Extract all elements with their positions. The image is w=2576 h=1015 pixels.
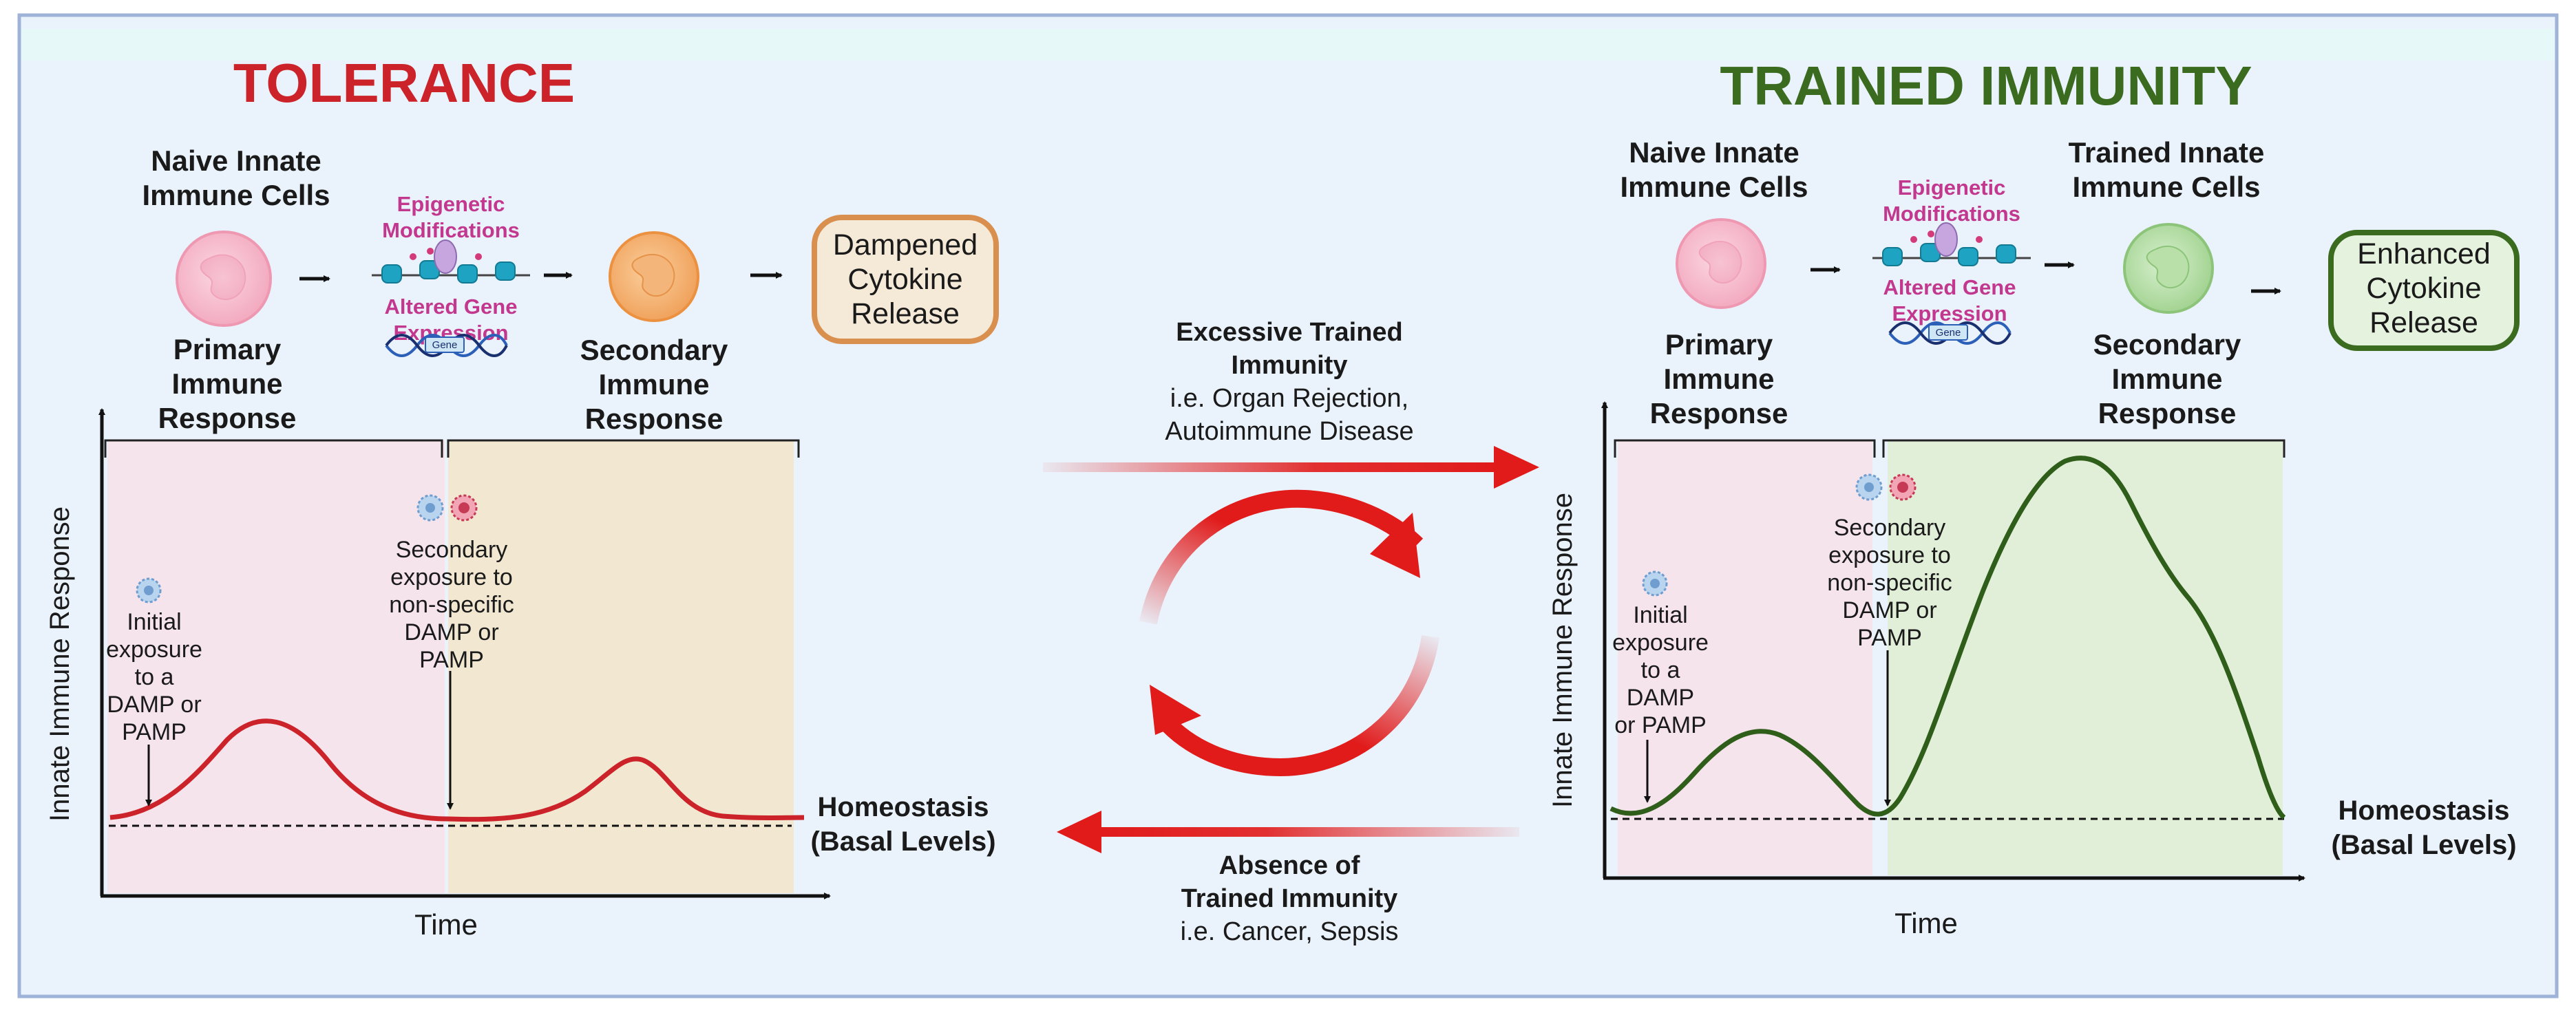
primary-bracket bbox=[104, 439, 443, 458]
homeostasis-label: Homeostasis(Basal Levels) bbox=[2331, 795, 2516, 860]
x-axis-label: Time bbox=[414, 908, 478, 941]
trained-immune-cell-icon bbox=[2122, 222, 2215, 314]
secondary-bracket bbox=[447, 439, 800, 458]
cycle-arrows-icon bbox=[1139, 489, 1439, 777]
right-arrow-icon bbox=[1043, 446, 1539, 489]
enhanced-cytokine-box bbox=[2328, 230, 2520, 351]
y-axis-label: Innate Immune Response bbox=[45, 506, 75, 822]
absence-examples: i.e. Cancer, Sepsis bbox=[1181, 917, 1399, 946]
gene-label: Gene bbox=[432, 339, 458, 351]
primary-phase-region bbox=[107, 440, 445, 893]
secondary-immune-cell-icon bbox=[608, 231, 700, 323]
dna-icon: Gene bbox=[1888, 321, 2012, 345]
naive-immune-cell-icon bbox=[1675, 217, 1767, 310]
pathogen-icon bbox=[1642, 570, 1668, 597]
epigenetic-icon bbox=[1872, 222, 2031, 266]
secondary-bracket bbox=[1882, 439, 2285, 458]
dna-icon: Gene bbox=[385, 334, 508, 357]
tolerance-title: TOLERANCE bbox=[233, 52, 575, 114]
gene-label: Gene bbox=[1936, 327, 1961, 339]
pathogen-icon bbox=[416, 494, 444, 522]
dampened-cytokine-box bbox=[812, 215, 999, 344]
homeostasis-label: Homeostasis(Basal Levels) bbox=[810, 792, 995, 857]
tolerance-response-curve bbox=[109, 718, 805, 822]
pathogen-icon bbox=[450, 494, 478, 522]
primary-bracket bbox=[1614, 439, 1876, 458]
trained-title: TRAINED IMMUNITY bbox=[1720, 55, 2252, 116]
secondary-phase-region bbox=[1888, 440, 2283, 875]
naive-immune-cell-icon bbox=[175, 230, 273, 328]
pathogen-icon bbox=[136, 577, 162, 603]
x-axis-label: Time bbox=[1894, 907, 1958, 939]
y-axis-label: Innate Immune Response bbox=[1548, 493, 1578, 808]
trained-response-curve bbox=[1609, 456, 2286, 820]
pathogen-icon bbox=[1855, 473, 1883, 501]
left-arrow-icon bbox=[1057, 811, 1519, 853]
epigenetic-icon bbox=[372, 239, 530, 284]
excessive-examples: i.e. Organ Rejection,Autoimmune Disease bbox=[1165, 384, 1413, 446]
pathogen-icon bbox=[1889, 473, 1917, 501]
